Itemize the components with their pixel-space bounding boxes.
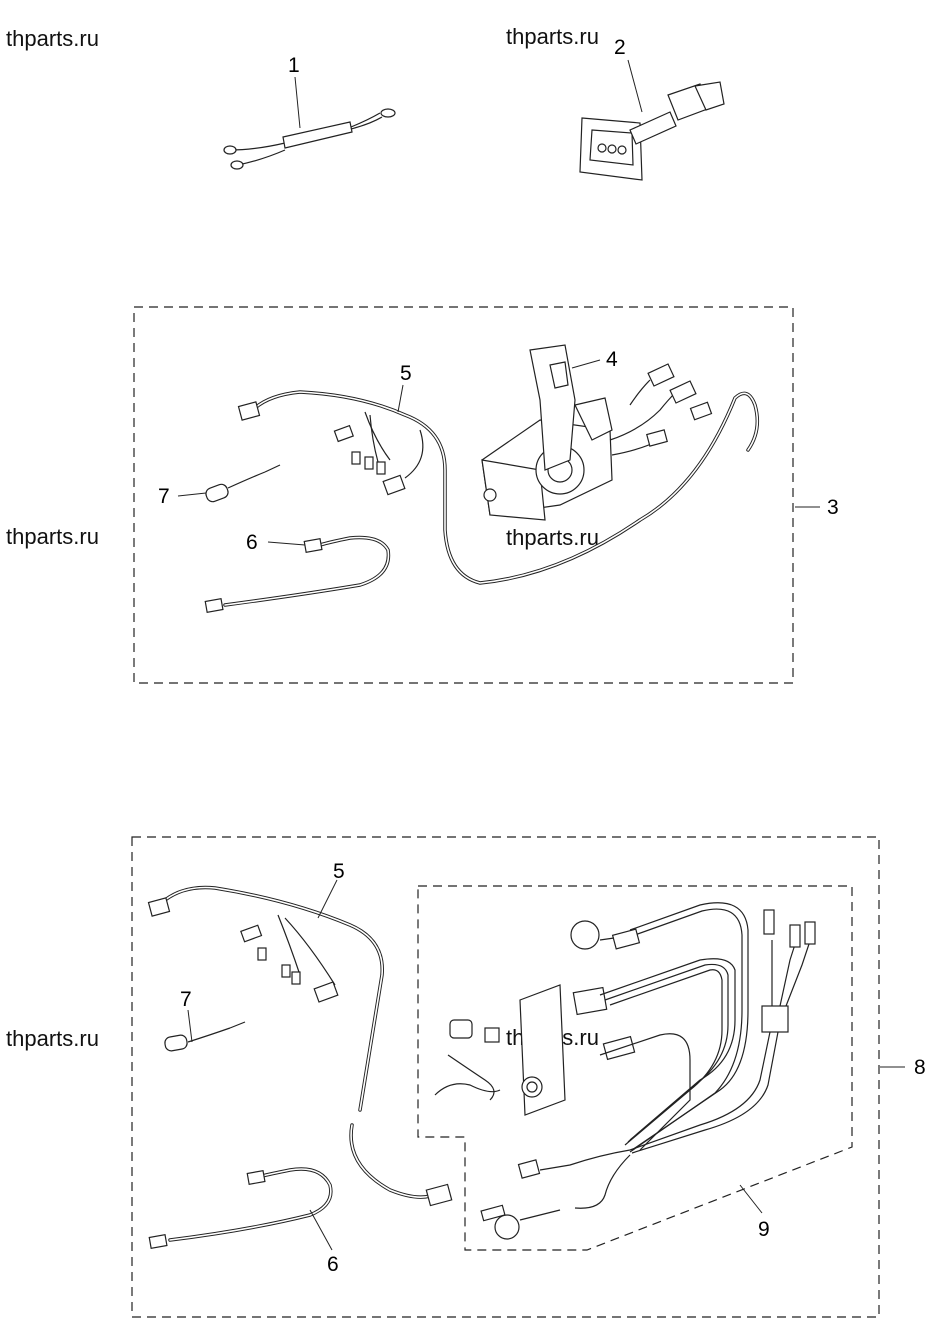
callout-9: 9	[758, 1218, 770, 1241]
part-1-lead-wire	[223, 108, 396, 170]
leader-7-upper	[177, 492, 207, 497]
part-6-extension-wire-upper	[204, 535, 391, 613]
watermark-bottom-left: thparts.ru	[6, 1026, 99, 1051]
assembly-3-boundary	[133, 306, 794, 684]
leader-4	[571, 359, 601, 369]
callout-2: 2	[614, 36, 626, 59]
watermark-mid-left: thparts.ru	[6, 524, 99, 549]
callout-4: 4	[606, 348, 618, 371]
watermark-top-center: thparts.ru	[506, 24, 599, 49]
callout-3: 3	[827, 496, 839, 519]
part-5-main-harness-lower	[147, 885, 453, 1207]
watermark-top-left: thparts.ru	[6, 26, 99, 51]
part-7-switch-lead-upper	[205, 464, 281, 503]
part-7-switch-lead-lower	[164, 1021, 246, 1052]
part-9-switch-panel-harness	[434, 902, 816, 1240]
callout-1: 1	[288, 54, 300, 77]
watermark-mid-center: thparts.ru	[506, 525, 599, 550]
assembly-8-boundary	[131, 836, 880, 1318]
part-6-extension-wire-lower	[148, 1167, 333, 1249]
part-2-panel-connector	[579, 81, 725, 181]
callout-7-upper: 7	[158, 485, 170, 508]
callout-5-upper: 5	[400, 362, 412, 385]
callout-5-lower: 5	[333, 860, 345, 883]
callout-8: 8	[914, 1056, 926, 1079]
leader-7-lower	[187, 1009, 193, 1043]
callout-6-lower: 6	[327, 1253, 339, 1276]
leader-5-lower	[317, 879, 338, 919]
callout-6-upper: 6	[246, 531, 258, 554]
leader-9	[739, 1184, 763, 1214]
leader-6-lower	[309, 1209, 333, 1251]
leader-5-upper	[397, 384, 404, 413]
assembly-9-boundary	[417, 885, 853, 1251]
callout-7-lower: 7	[180, 988, 192, 1011]
part-4-remote-control-box	[481, 344, 713, 521]
part-5-main-harness-upper	[237, 390, 760, 585]
leader-1	[294, 76, 301, 129]
leader-6-upper	[267, 541, 306, 546]
leader-2	[627, 59, 643, 113]
